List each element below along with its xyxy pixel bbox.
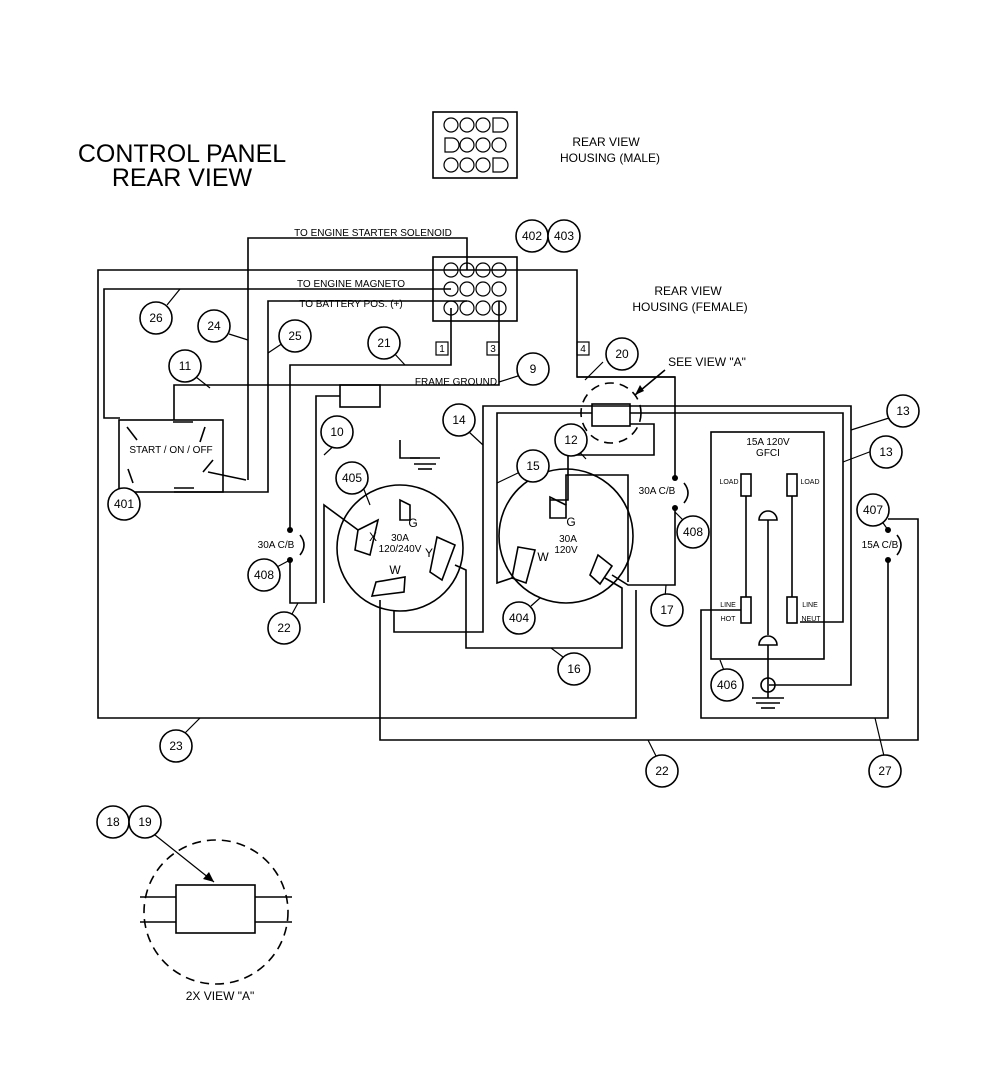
- breaker-30a-middle: [672, 475, 689, 561]
- wire-14: [393, 405, 852, 686]
- callout-22-lower: 22: [655, 764, 669, 778]
- wire-12: [565, 474, 629, 582]
- callout-25: 25: [288, 329, 302, 343]
- callout-408-left: 408: [254, 568, 274, 582]
- callout-22-upper: 22: [277, 621, 291, 635]
- rec405-rating1: 30A: [391, 533, 409, 544]
- rec404-rating1: 30A: [559, 534, 577, 545]
- callout-405: 405: [342, 471, 362, 485]
- rec404-w: W: [537, 550, 549, 564]
- label-battery-pos: TO BATTERY POS. (+): [299, 299, 402, 310]
- callout-403: 403: [554, 229, 574, 243]
- callout-26: 26: [149, 311, 163, 325]
- pin-3-label: 3: [490, 344, 496, 355]
- diagram-title-line2: REAR VIEW: [112, 164, 253, 192]
- rec405-g: G: [408, 516, 417, 530]
- wire-starter-solenoid: [247, 237, 468, 480]
- wire-405-y: [454, 564, 623, 649]
- wire-17: [611, 561, 676, 586]
- pin-1-label: 1: [439, 344, 445, 355]
- wire-magneto: [103, 288, 451, 419]
- female-housing-label-line1: REAR VIEW: [654, 284, 722, 298]
- callout-27: 27: [878, 764, 892, 778]
- gfci-line-right: LINE: [802, 602, 818, 609]
- receptacle-405: [336, 440, 464, 612]
- gfci-line-left: LINE: [720, 602, 736, 609]
- start-switch: [118, 419, 247, 493]
- callout-13-bottom: 13: [879, 445, 893, 459]
- diagram-title-line1: CONTROL PANEL: [78, 140, 286, 168]
- callout-17: 17: [660, 603, 674, 617]
- callout-404: 404: [509, 611, 529, 625]
- view-a-connector: [591, 403, 631, 427]
- label-frame-ground: FRAME GROUND: [415, 377, 497, 388]
- rec405-w: W: [389, 563, 401, 577]
- callout-407: 407: [863, 503, 883, 517]
- label-starter-solenoid: TO ENGINE STARTER SOLENOID: [294, 228, 452, 239]
- callout-13-top: 13: [896, 404, 910, 418]
- view-a-detail: [140, 839, 292, 985]
- breaker-30a-left: [287, 527, 305, 604]
- callout-406: 406: [717, 678, 737, 692]
- wire-21: [289, 308, 452, 530]
- male-housing-label-line2: HOUSING (MALE): [560, 151, 660, 165]
- gfci-label: GFCI: [756, 448, 780, 459]
- callout-20: 20: [615, 347, 629, 361]
- callout-402-403: [515, 219, 581, 253]
- breaker-middle-label: 30A C/B: [639, 486, 676, 497]
- callout-12: 12: [564, 433, 578, 447]
- receptacle-404: [498, 468, 634, 604]
- callout-9: 9: [530, 362, 537, 376]
- gfci-load-right: LOAD: [800, 479, 819, 486]
- label-engine-magneto: TO ENGINE MAGNETO: [297, 279, 405, 290]
- male-housing-connector: [432, 111, 518, 179]
- rec404-g: G: [566, 515, 575, 529]
- rec405-y: Y: [425, 546, 433, 560]
- male-housing-label-line1: REAR VIEW: [572, 135, 640, 149]
- gfci-receptacle: [710, 431, 825, 709]
- wire-405-w: [379, 518, 919, 741]
- callout-23: 23: [169, 739, 183, 753]
- female-housing-label-line2: HOUSING (FEMALE): [632, 300, 747, 314]
- wire-23-frame: [97, 269, 637, 719]
- rec405-x: X: [369, 530, 377, 544]
- callout-402: 402: [522, 229, 542, 243]
- callout-16: 16: [567, 662, 581, 676]
- breaker-left-label: 30A C/B: [258, 540, 295, 551]
- callout-401: 401: [114, 497, 134, 511]
- callout-24: 24: [207, 319, 221, 333]
- view-a-label: 2X VIEW "A": [186, 989, 255, 1003]
- rec404-rating2: 120V: [554, 545, 578, 556]
- gfci-rating: 15A 120V: [746, 437, 790, 448]
- callout-19: 19: [138, 815, 152, 829]
- gfci-hot: HOT: [721, 616, 737, 623]
- pin-4-label: 4: [580, 344, 586, 355]
- callout-14: 14: [452, 413, 466, 427]
- wire-405-x: [323, 503, 359, 603]
- frame-ground-connector: [339, 384, 381, 408]
- callout-18: 18: [106, 815, 120, 829]
- label-see-view-a: SEE VIEW "A": [668, 355, 746, 369]
- breaker-right-label: 15A C/B: [862, 540, 899, 551]
- switch-label: START / ON / OFF: [129, 445, 212, 456]
- callout-408-middle: 408: [683, 525, 703, 539]
- callout-15: 15: [526, 459, 540, 473]
- callout-21: 21: [377, 336, 391, 350]
- callout-11: 11: [179, 359, 192, 373]
- rec405-rating2: 120/240V: [379, 544, 422, 555]
- gfci-load-left: LOAD: [719, 479, 738, 486]
- gfci-neut: NEUT: [801, 616, 821, 623]
- callout-10: 10: [330, 425, 344, 439]
